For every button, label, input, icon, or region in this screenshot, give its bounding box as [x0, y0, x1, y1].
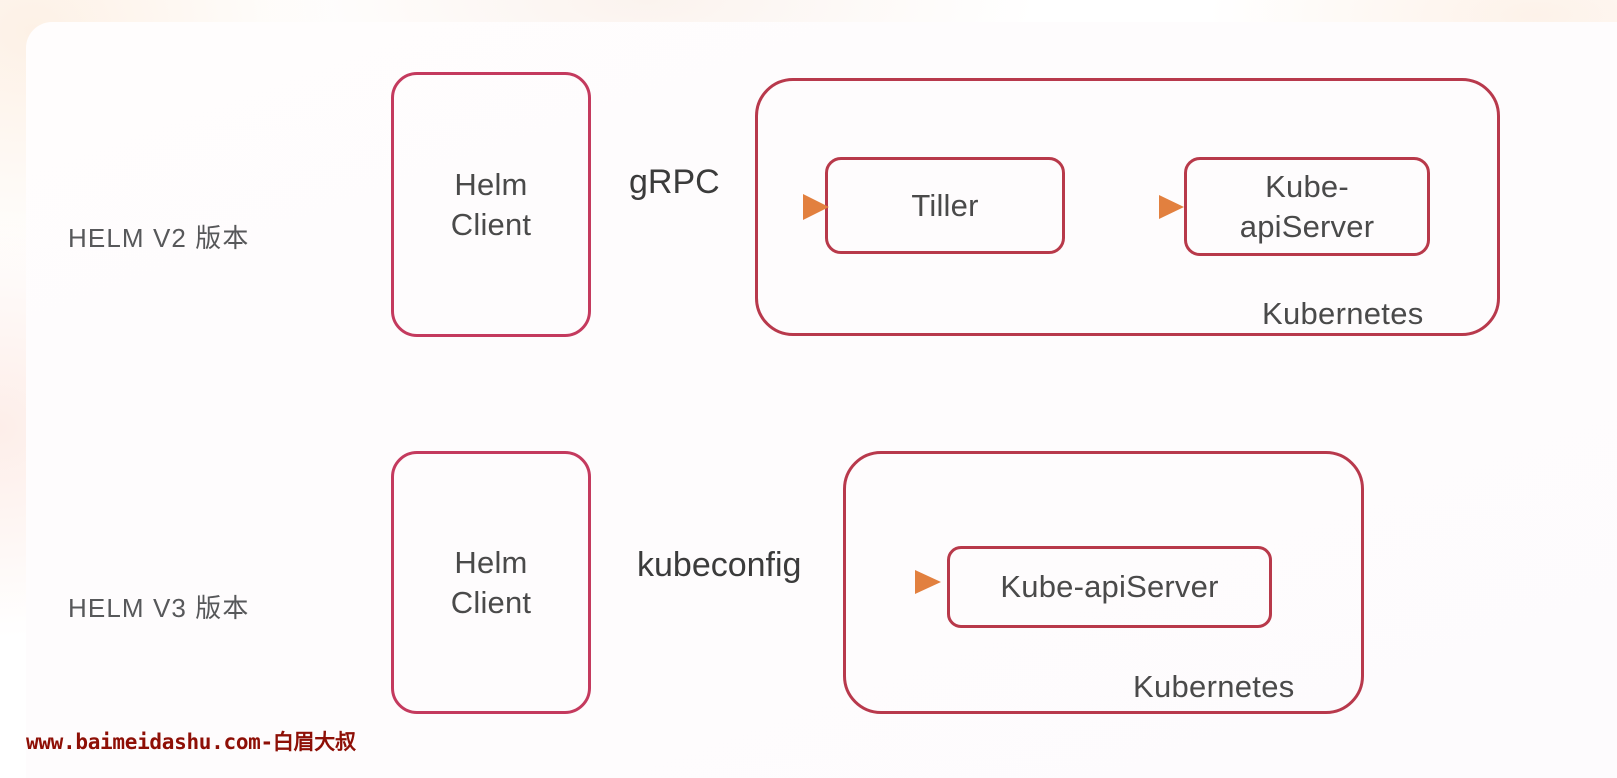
- node-helm-client-v3[interactable]: Helm Client: [391, 451, 591, 714]
- node-helm-client-v2[interactable]: Helm Client: [391, 72, 591, 337]
- row-caption-helm-v2: HELM V2 版本: [68, 223, 250, 253]
- group-label-kubernetes-v3: Kubernetes: [1133, 669, 1295, 704]
- connector-helm-client-to-kube-apiserver: [607, 570, 941, 594]
- node-kube-apiserver-v3[interactable]: Kube-apiServer: [947, 546, 1272, 628]
- edge-label-grpc: gRPC: [629, 163, 720, 201]
- diagram-card: [26, 22, 1617, 778]
- node-kube-apiserver-v2[interactable]: Kube- apiServer: [1184, 157, 1430, 256]
- node-tiller[interactable]: Tiller: [825, 157, 1065, 254]
- edge-label-kubeconfig: kubeconfig: [637, 546, 802, 584]
- group-label-kubernetes-v2: Kubernetes: [1262, 296, 1424, 331]
- row-caption-helm-v3: HELM V3 版本: [68, 593, 250, 623]
- connector-helm-client-to-tiller: [591, 194, 829, 220]
- connector-tiller-to-kube-apiserver: [1065, 195, 1184, 219]
- watermark: www.baimeidashu.com-白眉大叔: [26, 730, 356, 754]
